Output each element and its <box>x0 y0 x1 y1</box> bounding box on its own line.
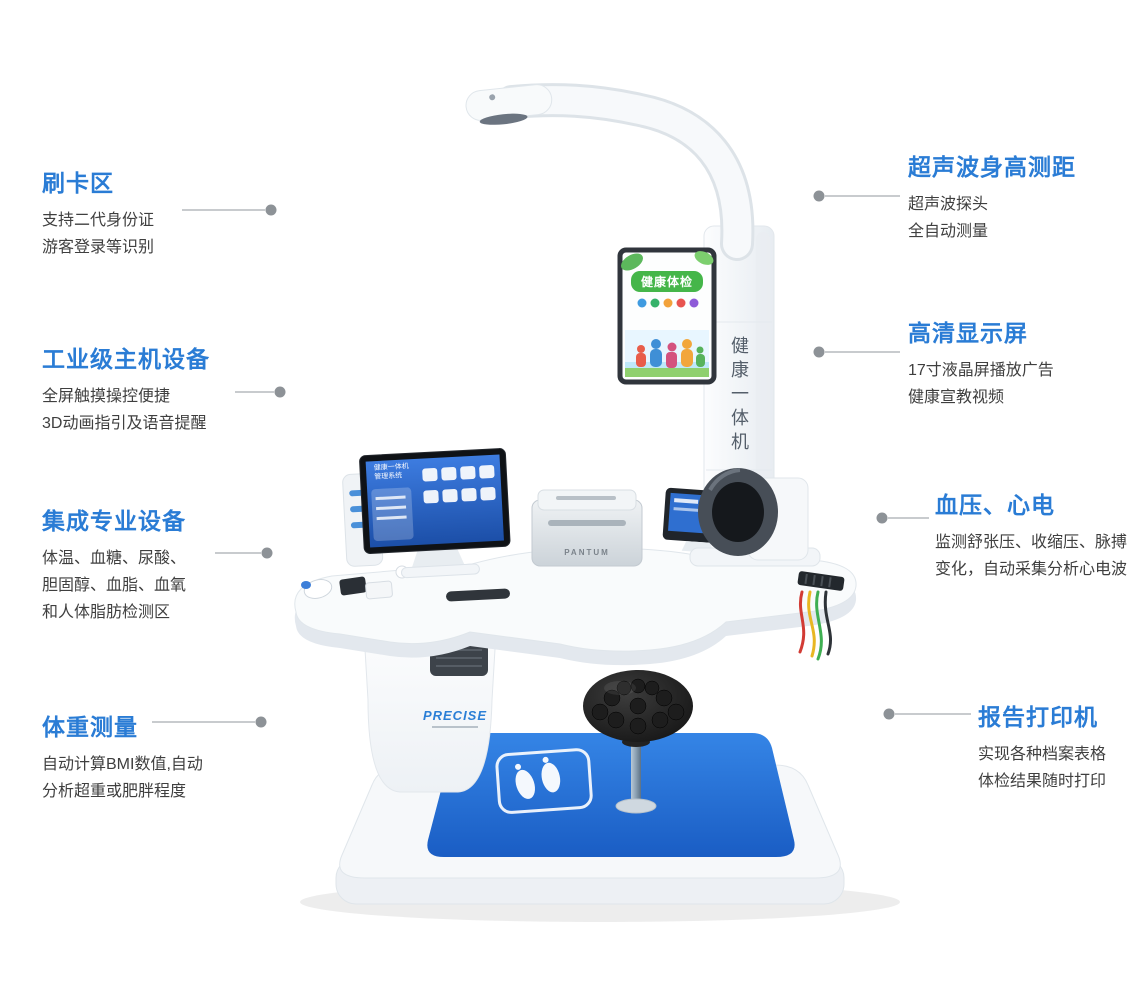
callout-desc-line: 分析超重或肥胖程度 <box>42 783 187 800</box>
callout-desc-line: 实现各种档案表格 <box>978 746 1107 763</box>
card-swipe-slot <box>446 588 510 602</box>
blood-pressure-device <box>689 468 821 567</box>
callout-desc-line: 支持二代身份证 <box>42 212 155 229</box>
height-sensor-arm <box>465 83 755 261</box>
footprint-mark <box>495 748 593 814</box>
monitor-screen-title: 健康一体机 管理系统 <box>374 462 410 482</box>
callout-title: 体重测量 <box>42 714 138 740</box>
column-vertical-label: 健康一体机 <box>729 336 749 456</box>
callout-title: 报告打印机 <box>978 704 1098 730</box>
callout-desc-line: 3D动画指引及语音提醒 <box>42 415 207 432</box>
leader-dots <box>255 190 895 728</box>
floor-mat <box>427 733 795 857</box>
callout-bp-ecg: 血压、心电 监测舒张压、收缩压、脉搏 变化，自动采集分析心电波 <box>935 486 1127 583</box>
callout-desc-line: 自动计算BMI数值,自动 <box>42 756 203 773</box>
ecg-leads <box>797 571 845 661</box>
callout-title: 刷卡区 <box>42 170 114 196</box>
callout-industrial-host: 工业级主机设备 全屏触摸操控便捷 3D动画指引及语音提醒 <box>42 340 210 437</box>
callout-desc-line: 超声波探头 <box>908 196 989 213</box>
callout-title: 高清显示屏 <box>908 320 1028 346</box>
callout-weight-measure: 体重测量 自动计算BMI数值,自动 分析超重或肥胖程度 <box>42 708 203 805</box>
callout-desc-line: 全屏触摸操控便捷 <box>42 388 171 405</box>
printer-brand-label: PANTUM <box>564 548 610 557</box>
callout-desc-line: 体检结果随时打印 <box>978 773 1107 790</box>
callout-title: 超声波身高测距 <box>908 154 1076 180</box>
callout-ultrasonic-height: 超声波身高测距 超声波探头 全自动测量 <box>908 148 1076 245</box>
callout-title: 血压、心电 <box>935 492 1055 518</box>
callout-integrated-devices: 集成专业设备 体温、血糖、尿酸、 胆固醇、血脂、血氧 和人体脂肪检测区 <box>42 502 186 626</box>
ad-screen-title: 健康体检 <box>631 271 703 292</box>
callout-desc-line: 健康宣教视频 <box>908 389 1005 406</box>
callout-desc-line: 和人体脂肪检测区 <box>42 604 171 621</box>
leader-lines <box>152 195 971 723</box>
callout-desc-line: 体温、血糖、尿酸、 <box>42 550 187 567</box>
family-illustration <box>636 339 705 368</box>
callout-report-printer: 报告打印机 实现各种档案表格 体检结果随时打印 <box>978 698 1106 795</box>
callout-desc-line: 17寸液晶屏播放广告 <box>908 362 1054 379</box>
callout-desc-line: 监测舒张压、收缩压、脉搏 <box>935 534 1128 551</box>
callout-card-reader: 刷卡区 支持二代身份证 游客登录等识别 <box>42 164 154 261</box>
callout-desc-line: 变化，自动采集分析心电波 <box>935 561 1128 578</box>
ad-screen-icons <box>637 298 699 308</box>
printer <box>531 489 643 567</box>
callout-hd-display: 高清显示屏 17寸液晶屏播放广告 健康宣教视频 <box>908 314 1054 411</box>
monitor-screen-title-line2: 管理系统 <box>374 472 403 481</box>
callout-desc-line: 胆固醇、血脂、血氧 <box>42 577 187 594</box>
callout-title: 集成专业设备 <box>42 508 186 534</box>
touchscreen-monitor <box>342 448 511 579</box>
ad-screen <box>617 247 717 385</box>
ultrasonic-probe-head <box>465 84 553 125</box>
callout-title: 工业级主机设备 <box>42 346 210 372</box>
pedestal-brand-logo: PRECISE <box>408 708 502 728</box>
callout-desc-line: 游客登录等识别 <box>42 239 155 256</box>
stool <box>583 670 693 814</box>
callout-desc-line: 全自动测量 <box>908 223 989 240</box>
